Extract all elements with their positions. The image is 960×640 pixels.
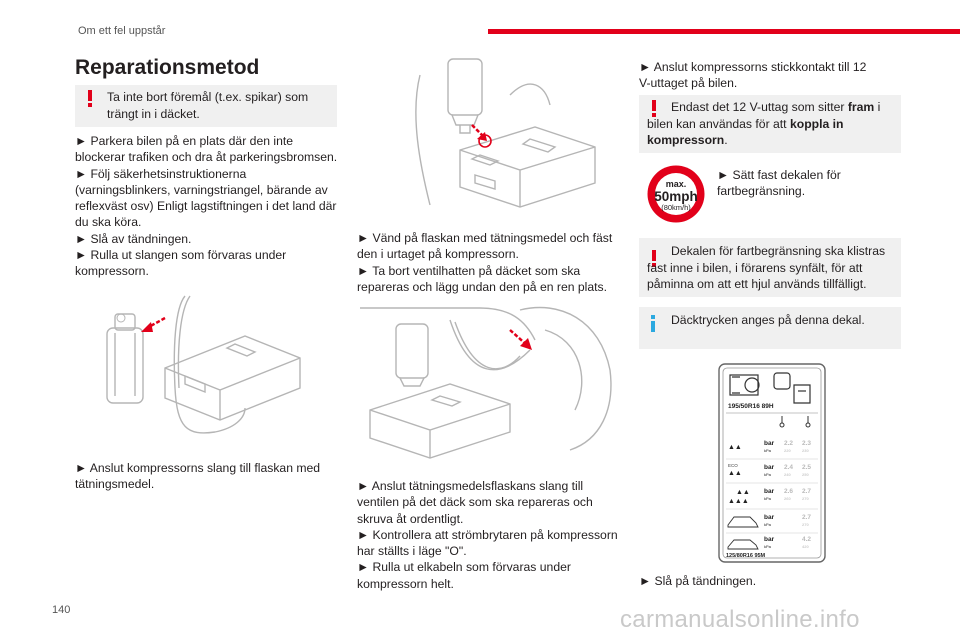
col2-steps-a: ► Vänd på flaskan med tätningsmedel och …	[357, 230, 623, 295]
step-text: ► Anslut tätningsmedelsflaskans slang ti…	[357, 479, 593, 526]
rear-pressure: 4.2	[802, 536, 811, 543]
unit-bar: bar	[764, 514, 775, 521]
step-text: ► Rulla ut elkabeln som förvaras under k…	[357, 560, 571, 591]
info-text: Däcktrycken anges på denna dekal.	[671, 313, 865, 327]
section-header: Om ett fel uppstår	[78, 25, 166, 37]
warning-box-1: Ta inte bort föremål (t.ex. spikar) som …	[75, 85, 337, 127]
speed-sign-mph: 50mph	[654, 189, 698, 204]
load-icon: ▲▲▲	[728, 498, 749, 505]
unit-bar: bar	[764, 440, 775, 447]
warning-text-bold: fram	[847, 100, 875, 114]
tyre-label-header-icons	[729, 372, 811, 404]
info-box: Däcktrycken anges på denna dekal.	[639, 307, 901, 349]
rear-pressure: 2.7	[802, 488, 811, 495]
warning-text-part: .	[724, 133, 728, 147]
unit-kpa: kPa	[764, 522, 772, 527]
warning-text-part: i bilen kan användas för att	[647, 100, 881, 131]
unit-kpa: kPa	[764, 472, 772, 477]
step-text: ► Slå av tändningen.	[75, 231, 192, 246]
tyre-row: bar kPa 2.7 270	[727, 514, 811, 528]
front-kpa: 220	[784, 448, 791, 453]
step-text: ► Parkera bilen på en plats där den inte…	[75, 134, 338, 165]
warning-text-bold: koppla in kompressorn	[647, 116, 844, 148]
step-text: ► Vänd på flaskan med tätningsmedel och …	[357, 231, 613, 262]
tyre-valve-illustration	[360, 306, 612, 459]
compressor-hose-illustration	[106, 295, 301, 434]
rear-kpa: 270	[802, 496, 809, 501]
col2-steps-b: ► Anslut tätningsmedelsflaskans slang ti…	[357, 478, 623, 592]
tyre-pressure-label: 195/50R16 89H ▲▲ bar kPa 2.2 2.3 220 230…	[718, 363, 826, 563]
tyre-size-top: 195/50R16 89H	[728, 403, 774, 410]
warning-icon	[87, 90, 92, 107]
rear-pressure: 2.5	[802, 464, 811, 471]
warning-box-2: Endast det 12 V-uttag som sitter fram i …	[639, 95, 901, 153]
page-number: 140	[52, 604, 71, 616]
col3-step-top: ► Anslut kompressorns stickkontakt till …	[639, 60, 867, 91]
front-kpa: 240	[784, 472, 791, 477]
warning-box-3: Dekalen för fartbegränsning ska klistras…	[639, 238, 901, 297]
rear-pressure: 2.3	[802, 440, 811, 447]
rear-kpa: 230	[802, 448, 809, 453]
unit-bar: bar	[764, 464, 775, 471]
unit-kpa: kPa	[764, 496, 772, 501]
front-kpa: 260	[784, 496, 791, 501]
tyre-row: ECO ▲▲ bar kPa 2.4 2.5 240 250	[728, 463, 811, 477]
load-icon: ▲▲	[736, 489, 750, 496]
tyre-row: bar kPa 4.2 420	[727, 536, 811, 550]
compressor-bottle-illustration	[415, 58, 596, 208]
load-icon: ▲▲	[728, 444, 742, 451]
step-text: ► Rulla ut slangen som förvaras under ko…	[75, 248, 287, 279]
col3-step-bottom: ► Slå på tändningen.	[639, 574, 757, 588]
eco-label: ECO	[728, 463, 738, 468]
warning-text-1: Ta inte bort föremål (t.ex. spikar) som …	[107, 90, 309, 121]
unit-kpa: kPa	[764, 448, 772, 453]
unit-bar: bar	[764, 488, 775, 495]
tyre-row: ▲▲ ▲▲▲ bar kPa 2.6 2.7 260 270	[728, 488, 811, 505]
header-red-bar	[488, 29, 960, 34]
step-text: ► Ta bort ventilhatten på däcket som ska…	[357, 263, 608, 294]
col3-sticker-step: ► Sätt fast dekalen för fartbegränsning.	[717, 168, 841, 199]
warning-text-2: Endast det 12 V-uttag som sitter fram i …	[647, 99, 895, 149]
watermark: carmanualsonline.info	[620, 606, 860, 633]
tyre-row: ▲▲ bar kPa 2.2 2.3 220 230	[728, 440, 811, 453]
rear-kpa: 250	[802, 472, 809, 477]
speed-sign-max: max.	[666, 179, 687, 189]
warning-icon	[651, 250, 656, 267]
rear-kpa: 420	[802, 544, 809, 549]
col1-step-bottom: ► Anslut kompressorns slang till flaskan…	[75, 461, 321, 492]
step-text: ► Kontrollera att strömbrytaren på kompr…	[357, 527, 618, 559]
warning-icon	[651, 100, 656, 117]
warning-text-part: Endast det 12 V-uttag som sitter	[671, 100, 848, 114]
front-pressure: 2.2	[784, 440, 793, 447]
tyre-size-bottom: 125/80R16 95M	[726, 553, 766, 559]
rear-pressure: 2.7	[802, 514, 811, 521]
speed-sign-kmh: (80km/h)	[661, 203, 691, 212]
page-title: Reparationsmetod	[75, 56, 260, 79]
warning-text-3: Dekalen för fartbegränsning ska klistras…	[647, 244, 886, 291]
step-text: ► Följ säkerhetsinstruktionerna (varning…	[75, 166, 337, 230]
speed-limit-sign: max. 50mph (80km/h)	[647, 165, 705, 223]
col1-steps: ► Parkera bilen på en plats där den inte…	[75, 133, 341, 280]
rear-kpa: 270	[802, 522, 809, 527]
info-icon	[651, 315, 656, 332]
front-pressure: 2.4	[784, 464, 793, 471]
unit-kpa: kPa	[764, 544, 772, 549]
front-pressure: 2.6	[784, 488, 793, 495]
load-icon: ▲▲	[728, 470, 742, 477]
unit-bar: bar	[764, 536, 775, 543]
